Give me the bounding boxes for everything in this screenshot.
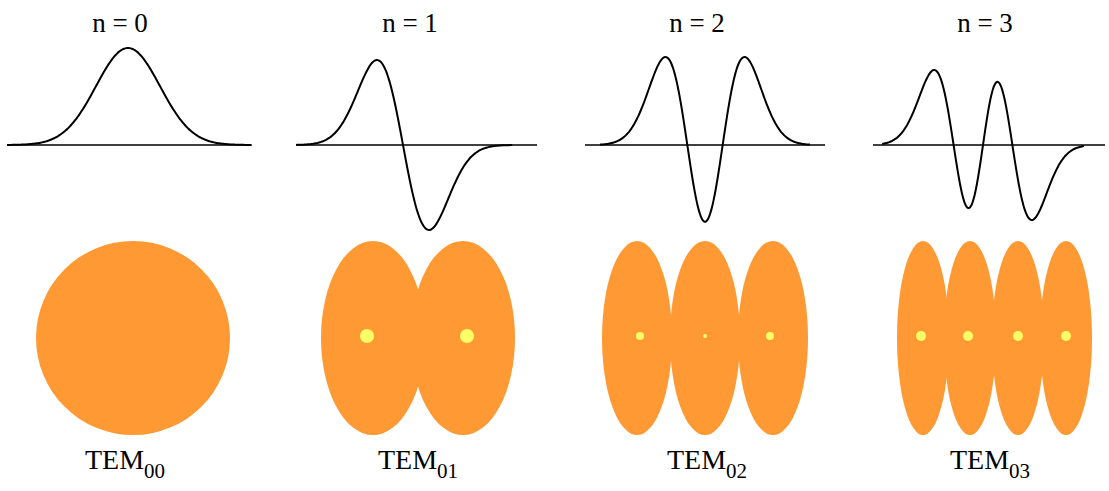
mode-name: TEM03	[950, 444, 1030, 476]
intensity-peak	[703, 334, 707, 338]
mode-name-base: TEM	[85, 444, 144, 475]
intensity-peak	[766, 332, 774, 340]
mode-subscript: 00	[144, 459, 165, 483]
mode-lobe	[36, 241, 230, 435]
mode-index-label: n = 3	[957, 8, 1013, 39]
intensity-peak	[1061, 331, 1071, 341]
axis-line	[585, 144, 825, 146]
mode-profile-curve	[296, 60, 512, 230]
mode-pattern	[321, 241, 515, 435]
mode-name: TEM01	[378, 444, 458, 476]
mode-lobe	[944, 241, 996, 435]
intensity-peak	[1013, 331, 1023, 341]
mode-name-base: TEM	[667, 444, 726, 475]
mode-index-label: n = 1	[382, 8, 438, 39]
mode-profile-curve	[7, 48, 252, 145]
mode-profile-curve	[600, 57, 810, 222]
intensity-peak	[636, 332, 644, 340]
mode-index-label: n = 0	[92, 8, 148, 39]
mode-name: TEM00	[85, 444, 165, 476]
mode-subscript: 02	[726, 459, 747, 483]
mode-lobe	[1040, 241, 1092, 435]
mode-lobe	[992, 241, 1044, 435]
mode-lobe	[738, 241, 808, 435]
axis-line	[873, 144, 1105, 146]
intensity-peak	[916, 331, 926, 341]
mode-profile-curve	[882, 70, 1084, 220]
intensity-peak	[360, 329, 374, 343]
mode-name-base: TEM	[378, 444, 437, 475]
mode-pattern	[36, 241, 230, 435]
mode-lobe	[411, 241, 515, 435]
mode-index-label: n = 2	[669, 8, 725, 39]
mode-pattern	[602, 241, 808, 435]
mode-lobe	[602, 241, 672, 435]
mode-subscript: 03	[1009, 459, 1030, 483]
mode-lobe	[897, 241, 949, 435]
axis-line	[8, 144, 250, 146]
mode-pattern	[897, 241, 1092, 435]
mode-name: TEM02	[667, 444, 747, 476]
mode-lobe	[321, 241, 425, 435]
mode-name-base: TEM	[950, 444, 1009, 475]
mode-lobe	[670, 241, 740, 435]
mode-subscript: 01	[437, 459, 458, 483]
intensity-peak	[963, 331, 973, 341]
intensity-peak	[460, 329, 474, 343]
